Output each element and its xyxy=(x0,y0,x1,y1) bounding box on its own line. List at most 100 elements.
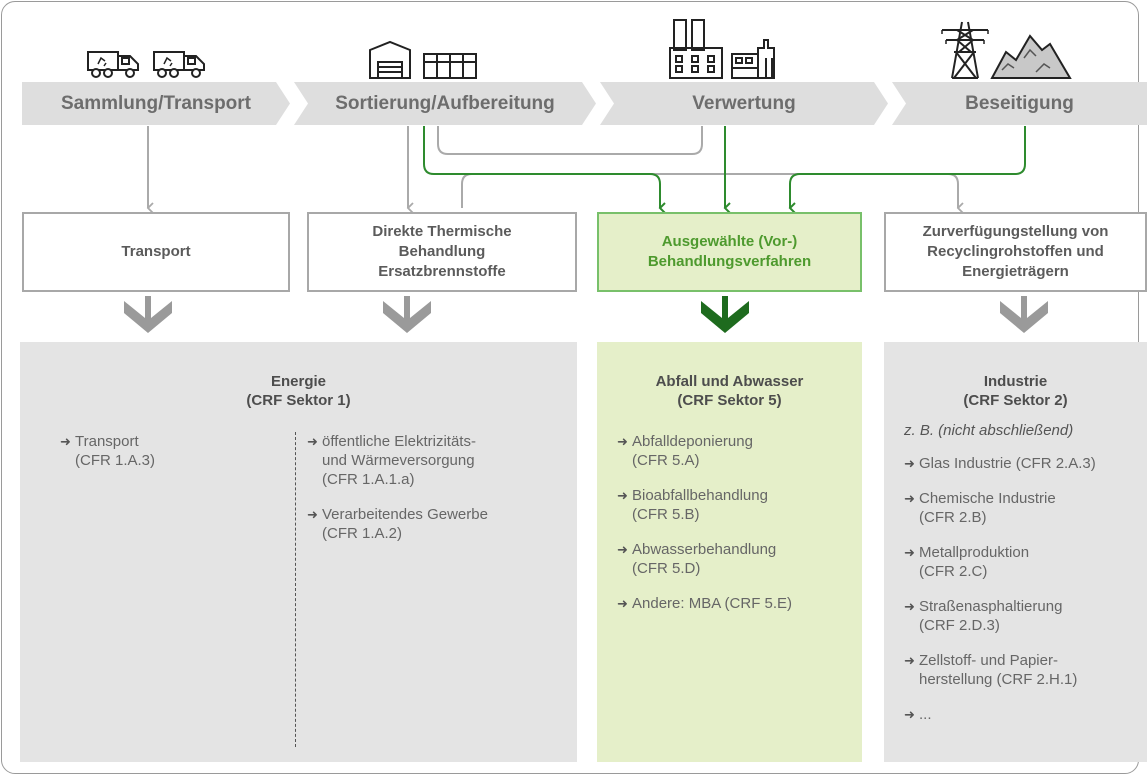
list-item: ➜ öffentliche Elektrizitäts- und Wärmever… xyxy=(307,432,502,489)
down-arrow-industrie xyxy=(1000,296,1048,333)
box-behandlungsverfahren: Ausgewählte (Vor-) Behandlungsverfahren xyxy=(597,212,862,292)
stage-icons-verwertung xyxy=(668,18,788,80)
sector-title: Industrie (CRF Sektor 2) xyxy=(884,372,1147,410)
sector-name: Industrie xyxy=(983,373,1048,390)
arrow-right-icon: ➜ xyxy=(904,456,915,471)
arrow-right-icon: ➜ xyxy=(904,545,915,560)
stage-icons-sortierung xyxy=(368,40,480,80)
warehouse-icon xyxy=(369,40,477,79)
sector-code: (CRF Sektor 2) xyxy=(963,392,1068,409)
box-transport: Transport xyxy=(22,212,290,292)
dashed-divider xyxy=(295,432,296,747)
arrow-right-icon: ➜ xyxy=(307,434,318,449)
item-label: Verarbeitendes Gewerbe xyxy=(322,506,488,523)
sector-title: Energie (CRF Sektor 1) xyxy=(20,372,577,410)
sector-energie: Energie (CRF Sektor 1) ➜ Transport (CFR 1.… xyxy=(20,342,577,762)
list-item: ➜ Abwasserbehandlung (CFR 5.D) xyxy=(617,540,852,578)
stage-label: Sortierung/Aufbereitung xyxy=(335,92,555,114)
list-item: ➜ Abfalldeponierung (CFR 5.A) xyxy=(617,432,852,470)
arrow-right-icon: ➜ xyxy=(904,707,915,722)
sector-industrie: Industrie (CRF Sektor 2) z. B. (nicht ab… xyxy=(884,342,1147,762)
item-code: (CFR 1.A.1.a) xyxy=(322,471,415,488)
power-pylon-icon xyxy=(941,21,1072,79)
arrow-right-icon: ➜ xyxy=(904,599,915,614)
list-item: ➜ Transport (CFR 1.A.3) xyxy=(60,432,260,470)
item-code: (CRF 2.D.3) xyxy=(919,617,1000,634)
item-label: Straßenasphaltierung xyxy=(919,598,1063,615)
sector-code: (CRF Sektor 5) xyxy=(677,392,782,409)
arrow-right-icon: ➜ xyxy=(904,491,915,506)
stage-sammlung-transport: Sammlung/Transport xyxy=(22,82,290,125)
stage-verwertung: Verwertung xyxy=(600,82,888,125)
process-stage-bar: Sammlung/Transport Sortierung/Aufbereitu… xyxy=(22,82,1147,125)
list-item: ➜ Glas Industrie (CFR 2.A.3) xyxy=(904,454,1142,473)
box-label: Direkte Thermische Behandlung Ersatzbren… xyxy=(372,223,512,280)
connector-sortierung-verwertung xyxy=(437,126,703,155)
arrow-right-icon: ➜ xyxy=(904,653,915,668)
connector-beseitigung-behandlung xyxy=(788,126,1026,214)
down-arrow-energie-2 xyxy=(383,296,431,333)
connector-sortierung-behandlung xyxy=(423,126,666,214)
arrow-right-icon: ➜ xyxy=(307,507,318,522)
stage-icons-beseitigung xyxy=(940,18,1075,80)
box-recyclingrohstoffe: Zurverfügungstellung von Recyclingrohsto… xyxy=(884,212,1147,292)
arrow-right-icon: ➜ xyxy=(617,596,628,611)
landfill-heap-icon xyxy=(990,34,1072,79)
garbage-truck-icon xyxy=(87,51,205,78)
stage-label: Sammlung/Transport xyxy=(60,92,252,114)
item-label: Abwasserbehandlung xyxy=(632,541,777,558)
item-label: Bioabfallbehandlung xyxy=(632,487,768,504)
item-label: Transport xyxy=(75,433,139,450)
item-label: Chemische Industrie xyxy=(919,490,1056,507)
item-code: (CFR 5.A) xyxy=(632,452,700,469)
item-code: (CFR 1.A.2) xyxy=(322,525,403,542)
connector-recycling xyxy=(461,173,964,214)
list-item: ➜... xyxy=(904,705,1142,724)
power-plant-icon xyxy=(669,19,775,79)
sector-title: Abfall und Abwasser (CRF Sektor 5) xyxy=(597,372,862,410)
list-item: ➜ Verarbeitendes Gewerbe (CFR 1.A.2) xyxy=(307,505,547,543)
item-code: (CFR 5.B) xyxy=(632,506,700,523)
item-code: (CFR 1.A.3) xyxy=(75,452,156,469)
stage-label: Beseitigung xyxy=(965,92,1074,114)
abfall-list: ➜ Abfalldeponierung (CFR 5.A) ➜ Bioabfallbe… xyxy=(617,432,852,629)
item-label: Metallproduktion xyxy=(919,544,1030,561)
arrow-right-icon: ➜ xyxy=(617,434,628,449)
list-item: ➜ Chemische Industrie (CFR 2.B) xyxy=(904,489,1142,527)
list-item: ➜ Zellstoff- und Papier-herstellung (CRF … xyxy=(904,651,1124,689)
item-code: (CFR 2.B) xyxy=(919,509,987,526)
sector-name: Energie xyxy=(270,373,327,390)
energie-right-list: ➜ öffentliche Elektrizitäts- und Wärmever… xyxy=(307,432,547,559)
industrie-list: ➜ Glas Industrie (CFR 2.A.3) ➜ Chemische I… xyxy=(904,454,1142,740)
list-item: ➜ Metallproduktion (CFR 2.C) xyxy=(904,543,1142,581)
sector-name: Abfall und Abwasser xyxy=(655,373,804,390)
stage-icons-sammlung xyxy=(86,46,212,80)
sector-code: (CRF Sektor 1) xyxy=(246,392,351,409)
item-label: Glas Industrie (CFR 2.A.3) xyxy=(919,455,1096,472)
list-item: ➜ Bioabfallbehandlung (CFR 5.B) xyxy=(617,486,852,524)
arrow-right-icon: ➜ xyxy=(60,434,71,449)
arrow-right-icon: ➜ xyxy=(617,488,628,503)
down-arrow-abfall xyxy=(701,296,749,333)
stage-beseitigung: Beseitigung xyxy=(892,82,1147,125)
energie-left-list: ➜ Transport (CFR 1.A.3) xyxy=(60,432,260,486)
item-label: öffentliche Elektrizitäts- und Wärmevers… xyxy=(322,433,476,469)
stage-label: Verwertung xyxy=(692,92,796,114)
item-label: Abfalldeponierung xyxy=(632,433,753,450)
list-item: ➜ Andere: MBA (CRF 5.E) xyxy=(617,594,852,613)
example-note: z. B. (nicht abschließend) xyxy=(904,422,1074,439)
list-item: ➜ Straßenasphaltierung (CRF 2.D.3) xyxy=(904,597,1142,635)
item-code: (CFR 2.C) xyxy=(919,563,988,580)
box-label: Zurverfügungstellung von Recyclingrohsto… xyxy=(922,223,1109,280)
item-code: (CFR 5.D) xyxy=(632,560,701,577)
box-thermische-behandlung: Direkte Thermische Behandlung Ersatzbren… xyxy=(307,212,577,292)
item-label: ... xyxy=(919,706,932,723)
box-label: Ausgewählte (Vor-) Behandlungsverfahren xyxy=(647,233,812,270)
arrow-right-icon: ➜ xyxy=(617,542,628,557)
down-arrow-energie-1 xyxy=(124,296,172,333)
sector-abfall-abwasser: Abfall und Abwasser (CRF Sektor 5) ➜ Abfa… xyxy=(597,342,862,762)
item-label: Zellstoff- und Papier-herstellung (CRF 2… xyxy=(919,652,1078,688)
box-label: Transport xyxy=(121,243,191,260)
item-label: Andere: MBA (CRF 5.E) xyxy=(632,595,793,612)
